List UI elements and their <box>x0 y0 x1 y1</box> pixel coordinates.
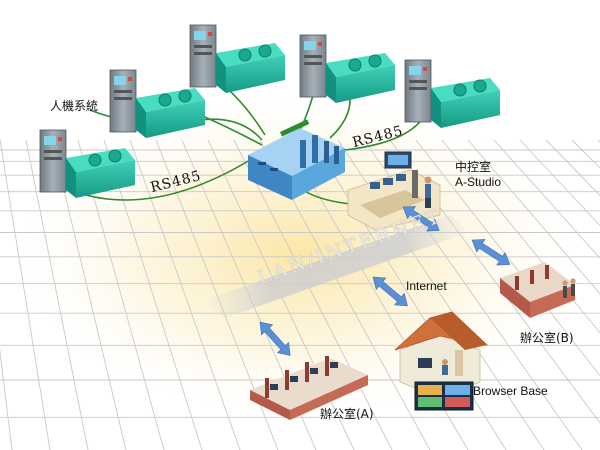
lan-band <box>205 215 470 318</box>
label-browser-base: Browser Base <box>473 384 548 398</box>
chiller-icon <box>39 129 135 198</box>
chiller-icon <box>404 59 500 128</box>
office-cubicle-icon <box>500 262 576 318</box>
plc-controller-icon <box>248 119 345 200</box>
label-control-room: 中控室 <box>455 160 492 174</box>
house-icon <box>394 311 489 411</box>
label-a-studio: A-Studio <box>455 175 502 189</box>
chiller-icon <box>109 69 205 138</box>
chiller-icon <box>189 24 285 93</box>
label-hmi-system: 人機系統 <box>50 99 99 113</box>
office-cubicle-icon <box>250 356 368 420</box>
chiller-icon <box>299 34 395 103</box>
label-office-a: 辦公室(A) <box>320 407 374 421</box>
label-internet: Internet <box>406 279 447 293</box>
label-office-b: 辦公室(B) <box>520 331 574 345</box>
